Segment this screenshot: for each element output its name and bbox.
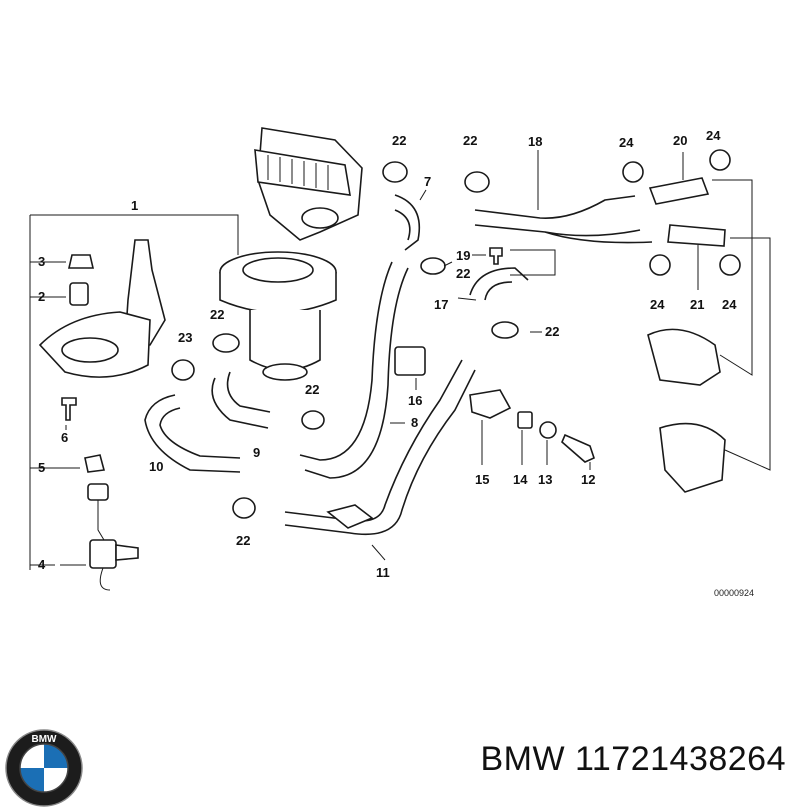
callout-24a: 24	[619, 135, 634, 150]
callout-labels: 1 2 3 4 5 6 7 8 9 10 11 12 13 14 15 16 1…	[38, 128, 754, 598]
callout-17: 17	[434, 297, 448, 312]
callout-16: 16	[408, 393, 422, 408]
callout-23: 23	[178, 330, 192, 345]
callout-19: 19	[456, 248, 470, 263]
part-number-caption: BMW 11721438264	[480, 740, 786, 779]
callout-11: 11	[376, 565, 390, 580]
air-filter-housing	[254, 127, 363, 241]
callout-14: 14	[513, 472, 528, 487]
callout-22e: 22	[305, 382, 319, 397]
hose-8	[299, 261, 409, 479]
callout-22c: 22	[456, 266, 470, 281]
callout-24c: 24	[650, 297, 665, 312]
callout-8: 8	[411, 415, 418, 430]
hose-9	[211, 371, 271, 429]
callout-24d: 24	[722, 297, 737, 312]
callout-2: 2	[38, 289, 45, 304]
callout-3: 3	[38, 254, 45, 269]
callout-6: 6	[61, 430, 68, 445]
hose-17	[469, 267, 529, 301]
caption-brand: BMW	[480, 740, 566, 778]
check-valve-group	[469, 389, 595, 463]
callout-4: 4	[38, 557, 46, 572]
bmw-logo: BMW	[5, 729, 83, 807]
callout-22b: 22	[463, 133, 477, 148]
callout-22d: 22	[210, 307, 224, 322]
callout-20: 20	[673, 133, 687, 148]
group-1-bracket	[29, 214, 239, 570]
hose-21	[667, 224, 726, 247]
callout-22a: 22	[392, 133, 406, 148]
hose-clamps	[171, 149, 741, 519]
callout-13: 13	[538, 472, 552, 487]
callout-10: 10	[149, 459, 163, 474]
caption-part-number: 11721438264	[575, 740, 786, 778]
callout-24b: 24	[706, 128, 721, 143]
callout-1: 1	[131, 198, 138, 213]
right-bracket-line	[712, 179, 771, 471]
callout-9: 9	[253, 445, 260, 460]
callout-5: 5	[38, 460, 45, 475]
hose-20	[648, 177, 710, 205]
pipe-11-bracket	[326, 504, 374, 529]
diagram-reference-code: 00000924	[714, 588, 754, 598]
connector-16	[394, 346, 426, 376]
valves-right	[647, 328, 726, 493]
callout-7: 7	[424, 174, 431, 189]
pipe-18	[474, 195, 653, 244]
hose-10	[144, 394, 241, 473]
mounting-bracket	[38, 239, 166, 378]
bmw-logo-text: BMW	[32, 734, 58, 745]
hose-7	[394, 194, 420, 251]
small-parts-left	[61, 254, 139, 591]
callout-12: 12	[581, 472, 595, 487]
leader-lines	[48, 150, 699, 566]
callout-21: 21	[690, 297, 704, 312]
callout-15: 15	[475, 472, 489, 487]
air-pump	[219, 251, 337, 381]
callout-18: 18	[528, 134, 542, 149]
callout-22g: 22	[236, 533, 250, 548]
callout-22f: 22	[545, 324, 559, 339]
